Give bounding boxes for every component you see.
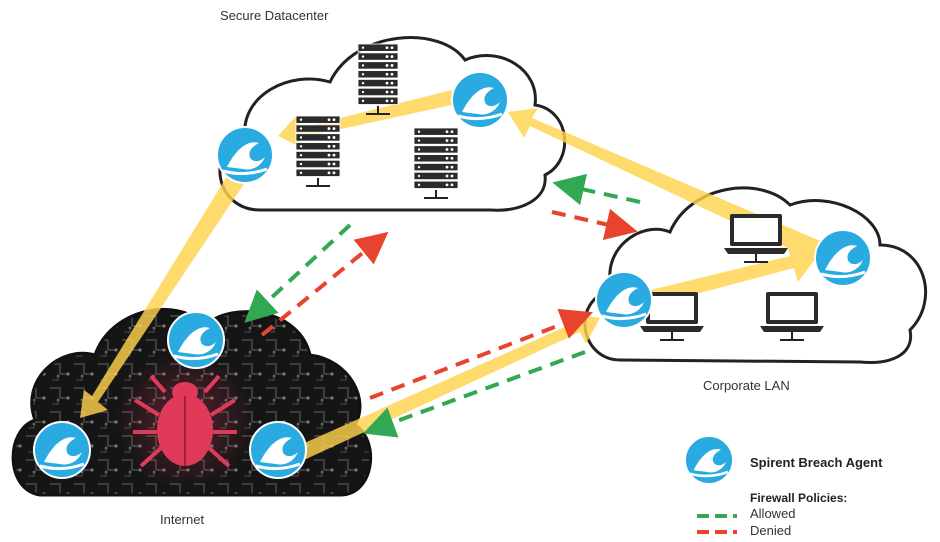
wave-agent-icon — [33, 421, 91, 479]
wave-agent-icon — [451, 71, 509, 129]
flow-arrow-dc-internal — [278, 90, 456, 148]
wave-agent-icon — [249, 421, 307, 479]
legend-denied-label: Denied — [750, 523, 792, 538]
legend-policies-title: Firewall Policies: — [750, 491, 848, 505]
laptop-icon — [724, 214, 788, 263]
agents — [33, 71, 872, 479]
laptops — [640, 214, 824, 341]
allowed-arrow-lan-to-internet — [362, 350, 586, 438]
label-internet: Internet — [160, 512, 205, 527]
denied-arrow-internet-to-dc — [260, 231, 389, 337]
denied-arrow-internet-to-lan — [369, 308, 593, 400]
server-icon — [295, 115, 341, 187]
wave-agent-icon — [216, 126, 274, 184]
server-icon — [413, 127, 459, 199]
allowed-arrow-dc-to-internet — [244, 223, 352, 323]
allowed-arrow-lan-to-dc — [552, 173, 641, 206]
servers — [295, 43, 459, 199]
wave-agent-icon — [595, 271, 653, 329]
wave-agent-icon — [684, 435, 734, 485]
label-corporate-lan: Corporate LAN — [703, 378, 790, 393]
flow-arrow-dc-to-internet — [80, 168, 252, 418]
legend-allowed-label: Allowed — [750, 506, 796, 521]
wave-agent-icon — [167, 311, 225, 369]
laptop-icon — [640, 292, 704, 341]
bug-icon — [133, 374, 237, 468]
denied-arrow-dc-to-lan — [551, 208, 638, 241]
legend — [684, 435, 737, 534]
policy-arrows — [244, 173, 641, 438]
legend-agent-icon — [684, 435, 734, 485]
label-secure-datacenter: Secure Datacenter — [220, 8, 329, 23]
laptop-icon — [760, 292, 824, 341]
legend-agent-label: Spirent Breach Agent — [750, 455, 883, 470]
server-icon — [357, 43, 399, 115]
wave-agent-icon — [814, 229, 872, 287]
